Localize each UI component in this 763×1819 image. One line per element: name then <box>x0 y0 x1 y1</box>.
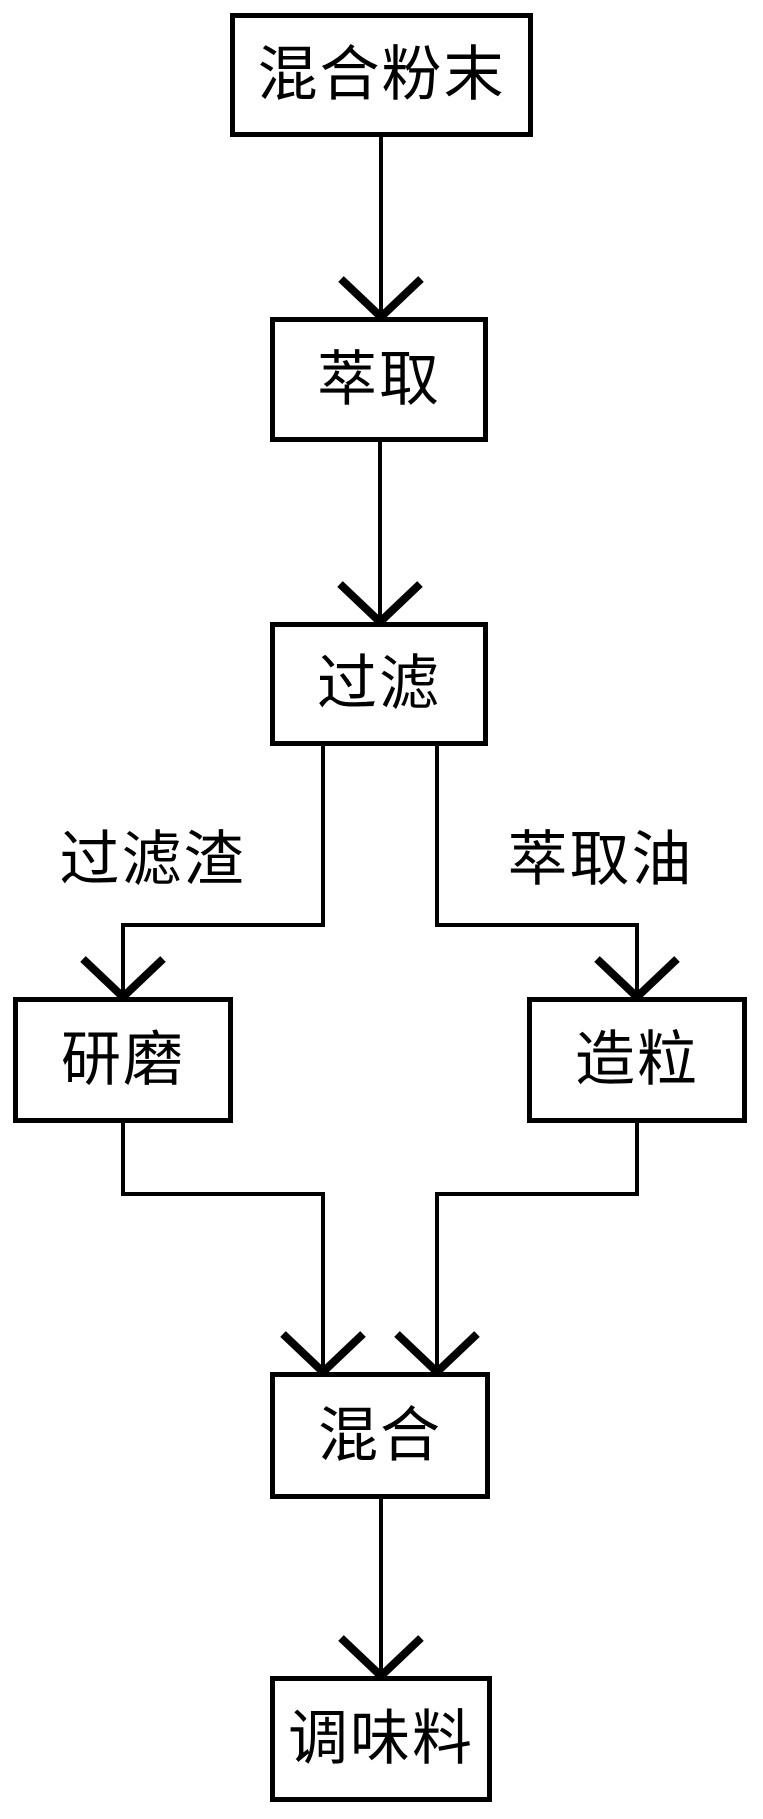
edge-label-filter-residue: 过滤渣 <box>40 815 265 905</box>
edge-granulation-to-mixing <box>435 1123 639 1370</box>
edge-label-extraction-oil: 萃取油 <box>488 815 713 905</box>
node-filtration-label: 过滤 <box>317 651 441 717</box>
node-mixing-label: 混合 <box>318 1402 442 1469</box>
edge-label-extraction-oil-text: 萃取油 <box>507 827 694 893</box>
node-extraction: 萃取 <box>270 317 488 442</box>
node-mixed-powder-label: 混合粉末 <box>257 42 506 108</box>
edge-grinding-to-mixing <box>121 1123 325 1370</box>
edge-filtration-to-granulation <box>435 746 639 995</box>
node-seasoning-label: 调味料 <box>288 1706 474 1772</box>
node-granulation-label: 造粒 <box>575 1027 699 1093</box>
node-grinding-label: 研磨 <box>61 1027 185 1093</box>
node-extraction-label: 萃取 <box>317 346 441 413</box>
node-granulation: 造粒 <box>527 997 747 1123</box>
edge-label-filter-residue-text: 过滤渣 <box>59 827 246 893</box>
node-grinding: 研磨 <box>13 997 233 1123</box>
node-filtration: 过滤 <box>270 622 488 746</box>
edge-filtration-to-grinding <box>121 746 325 995</box>
node-seasoning: 调味料 <box>270 1676 492 1802</box>
node-mixed-powder: 混合粉末 <box>230 13 533 137</box>
node-mixing: 混合 <box>270 1372 490 1499</box>
